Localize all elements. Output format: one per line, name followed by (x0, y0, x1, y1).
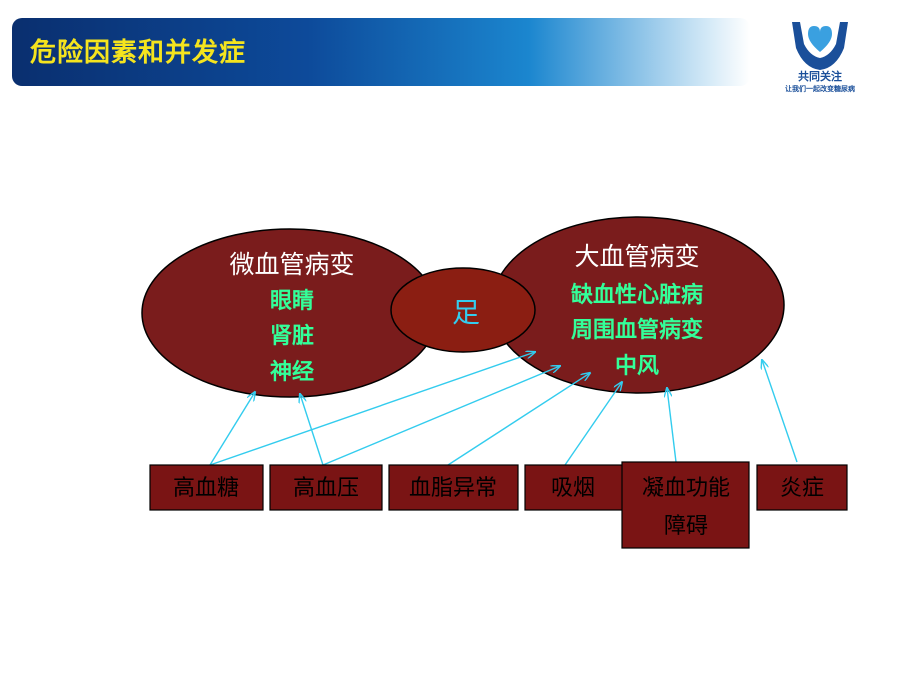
foot-ellipse (390, 267, 536, 353)
factor-box-hypertension (269, 464, 383, 511)
arrow-hyperglycemia-macro (209, 352, 535, 466)
factor-box-coagulation (621, 461, 750, 549)
micro-item-eye: 眼睛 (270, 288, 314, 314)
factor-label-smoking: 吸烟 (551, 476, 595, 501)
micro-item-kidney: 肾脏 (270, 323, 314, 349)
macro-item-stroke: 中风 (615, 354, 659, 379)
factor-label-coagulation-line2: 障碍 (664, 514, 708, 539)
factor-label-inflammation: 炎症 (780, 476, 824, 501)
foot-label: 足 (452, 296, 480, 329)
factor-box-inflammation (756, 464, 848, 511)
title-bar (12, 18, 750, 86)
logo-icon (792, 22, 848, 70)
factor-label-hyperglycemia: 高血糖 (173, 476, 239, 501)
macro-title: 大血管病变 (574, 242, 699, 271)
arrow-hyperglycemia-micro (209, 392, 255, 466)
micro-title: 微血管病变 (229, 250, 354, 279)
factor-box-hyperglycemia (149, 464, 264, 511)
micro-item-nerve: 神经 (270, 359, 314, 385)
logo-tagline: 让我们一起改变糖尿病 (785, 85, 855, 93)
macro-item-heart: 缺血性心脏病 (571, 282, 703, 308)
factor-label-coagulation-line1: 凝血功能 (642, 476, 730, 501)
factor-box-dyslipidemia (388, 464, 519, 511)
arrow-hypertension-macro (322, 366, 560, 466)
logo-text: 共同关注 (798, 70, 842, 83)
slide-title: 危险因素和并发症 (30, 38, 247, 68)
factor-label-hypertension: 高血压 (293, 476, 359, 501)
arrow-group (209, 352, 798, 466)
arrow-smoking-macro (564, 382, 622, 466)
factor-box-smoking (524, 464, 626, 511)
arrow-coagulation-macro (667, 388, 677, 463)
arrow-inflammation-macro (762, 360, 798, 463)
macro-item-peripheral: 周围血管病变 (571, 317, 703, 343)
factor-label-dyslipidemia: 血脂异常 (409, 476, 497, 501)
arrow-hypertension-micro (300, 394, 324, 466)
arrow-dyslipidemia-macro (447, 373, 590, 466)
